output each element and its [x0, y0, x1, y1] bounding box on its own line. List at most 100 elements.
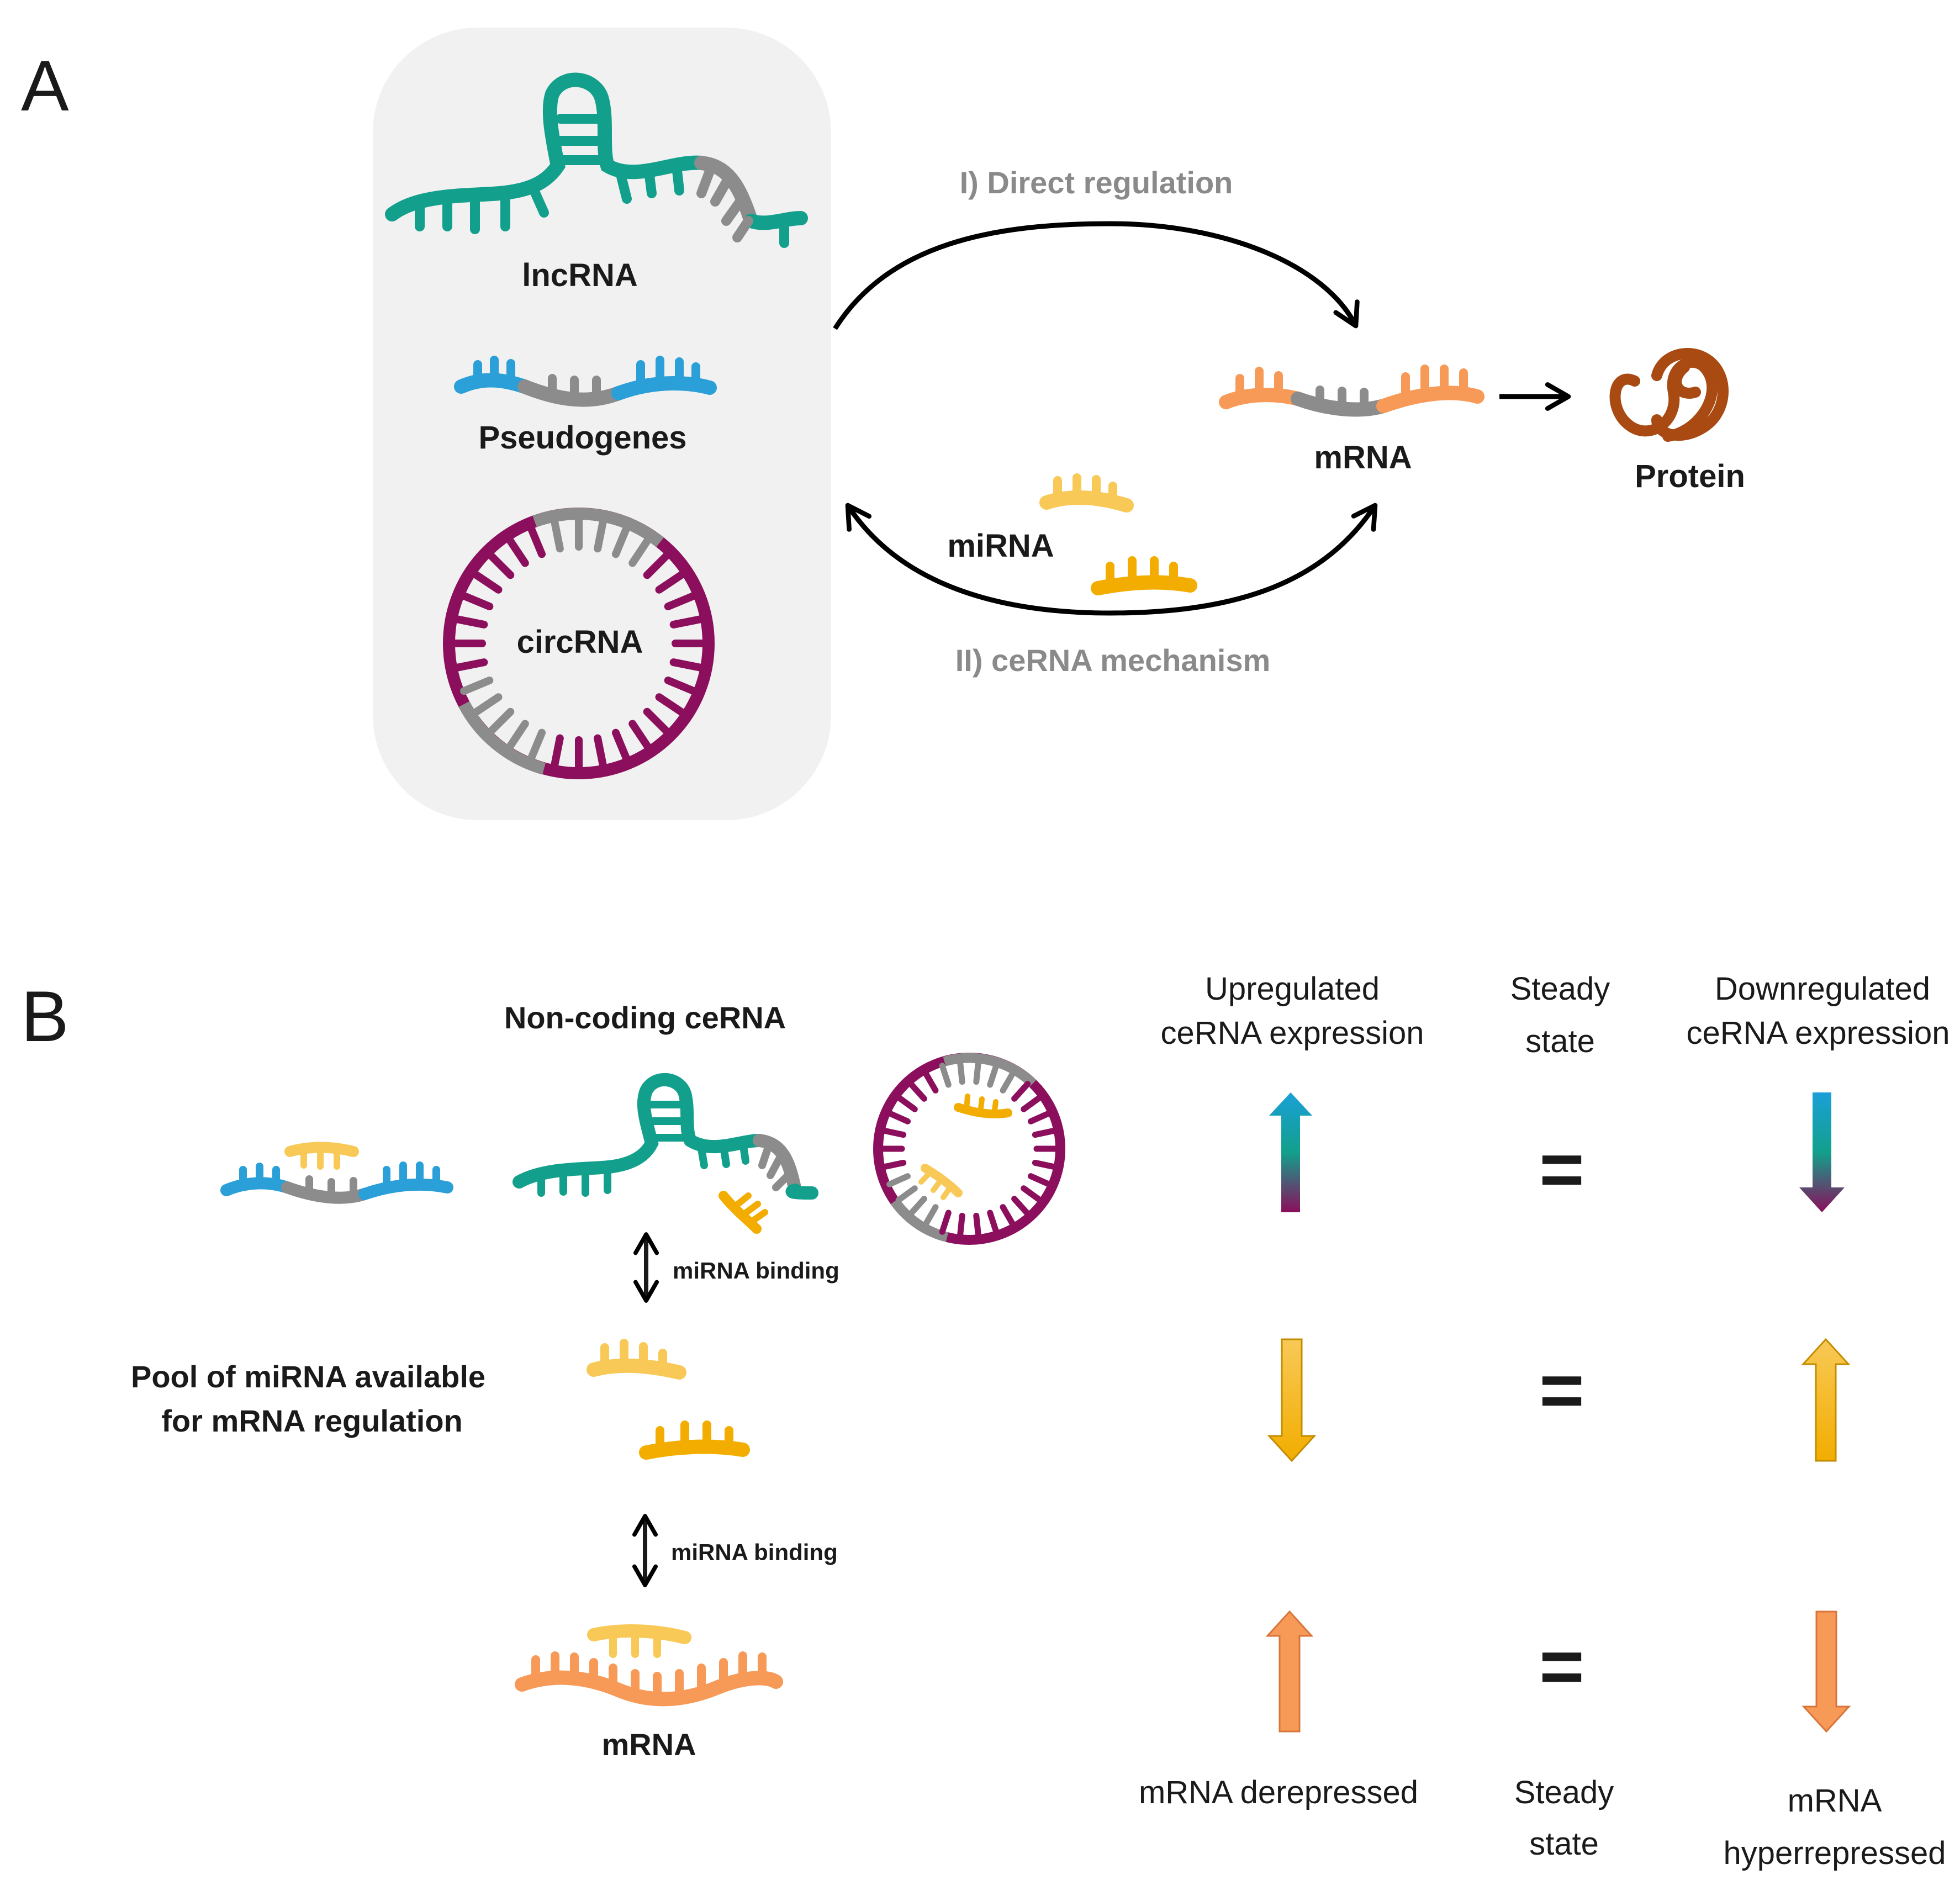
circrna-bound-ticks: [879, 1059, 1060, 1239]
circ-tick: [594, 517, 607, 553]
circ-tick: [505, 720, 529, 751]
circ-tick: [551, 517, 564, 553]
circ-tick: [527, 728, 546, 762]
protein-label: Protein: [1635, 458, 1745, 494]
circ-tick: [1000, 1070, 1016, 1094]
circ-tick: [505, 536, 529, 567]
mrna-bound-b: [515, 1624, 783, 1707]
circ-tick: [669, 658, 705, 672]
circ-tick: [453, 658, 488, 672]
circ-tick: [895, 1094, 918, 1112]
circ-tick: [655, 570, 686, 594]
circ-tick: [886, 1110, 911, 1124]
circrna-molecule: [443, 508, 715, 779]
circ-tick: [907, 1081, 927, 1102]
circ-tick: [643, 551, 671, 579]
circrna-label: circRNA: [517, 624, 643, 660]
arrow-down-mirna: [1267, 1338, 1317, 1462]
circ-tick: [987, 1210, 1000, 1235]
circ-tick: [1027, 1173, 1052, 1187]
bottom-hyper-line2: hyperrepressed: [1724, 1835, 1946, 1871]
protein-shape: [1609, 348, 1729, 442]
circ-tick: [939, 1210, 952, 1235]
circ-tick: [611, 728, 631, 762]
circrna-ticks: [451, 515, 707, 772]
circ-tick: [1021, 1185, 1043, 1203]
pool-text-line2: for mRNA regulation: [161, 1403, 462, 1438]
lncrna-bound: [513, 1073, 818, 1234]
circ-tick: [460, 592, 494, 611]
bottom-derepressed: mRNA derepressed: [1139, 1775, 1418, 1810]
lncrna-label: lncRNA: [522, 257, 637, 293]
noncoding-cerna-title: Non-coding ceRNA: [504, 1000, 786, 1035]
circ-tick: [487, 707, 515, 736]
circ-tick: [527, 525, 546, 558]
pool-text-line1: Pool of miRNA available: [131, 1359, 485, 1394]
col-up-header-line2: ceRNA expression: [1160, 1015, 1424, 1051]
circ-tick: [594, 734, 607, 769]
circ-tick: [957, 1059, 965, 1085]
circ-tick: [939, 1063, 952, 1088]
lncrna-molecule: [385, 72, 808, 248]
mrna-molecule-a: [1219, 365, 1484, 417]
circ-tick: [551, 734, 564, 769]
circ-tick: [611, 525, 631, 558]
mirna-binding-label-1: miRNA binding: [673, 1258, 839, 1284]
circ-tick: [664, 592, 698, 611]
circ-tick: [895, 1185, 918, 1203]
pseudogenes-label: Pseudogenes: [478, 420, 686, 456]
pool-mirna-dark: [639, 1420, 750, 1460]
circ-tick: [628, 536, 652, 567]
arrow-up-cerna: [1269, 1092, 1312, 1212]
circ-tick: [957, 1212, 965, 1239]
cerna-mechanism-arrow: [845, 503, 1378, 616]
equals-row1: =: [1539, 1126, 1584, 1212]
mirna-light-a: [1039, 473, 1134, 513]
circ-tick: [655, 693, 686, 717]
circ-tick: [487, 551, 515, 579]
ncrna-panel: [373, 28, 831, 820]
circ-tick: [460, 676, 494, 695]
circ-tick: [453, 615, 488, 629]
mirna-label-a: miRNA: [947, 528, 1054, 564]
circ-tick: [1032, 1159, 1058, 1170]
mirna-binding-label-2: miRNA binding: [671, 1539, 838, 1565]
cerna-mechanism-label: II) ceRNA mechanism: [955, 643, 1271, 678]
pseudogene-bound: [220, 1142, 453, 1204]
col-steady-header-line1: Steady: [1510, 971, 1610, 1007]
arrow-down-mrna: [1801, 1610, 1851, 1733]
bottom-steady-line1: Steady: [1514, 1775, 1614, 1810]
circ-tick: [880, 1127, 907, 1138]
bottom-steady-line2: state: [1529, 1826, 1599, 1862]
arrow-up-mirna: [1801, 1338, 1851, 1462]
bottom-hyper-line1: mRNA: [1788, 1783, 1882, 1819]
circ-tick: [922, 1070, 939, 1094]
circ-tick: [1021, 1094, 1043, 1112]
panel-a-label: A: [21, 45, 69, 126]
arrow-up-mrna: [1265, 1610, 1314, 1733]
col-down-header-line1: Downregulated: [1715, 971, 1930, 1007]
circ-tick: [471, 693, 503, 717]
circ-tick: [1000, 1204, 1016, 1228]
circ-tick: [471, 570, 503, 594]
circ-tick: [1027, 1110, 1052, 1124]
col-down-header-line2: ceRNA expression: [1686, 1015, 1950, 1051]
circ-tick: [1011, 1081, 1031, 1102]
circ-tick: [1032, 1127, 1058, 1138]
circ-tick: [886, 1173, 911, 1187]
equals-row3: =: [1539, 1623, 1584, 1709]
equals-row2: =: [1539, 1346, 1584, 1433]
direct-regulation-label: I) Direct regulation: [960, 165, 1233, 200]
mrna-label-a: mRNA: [1314, 440, 1412, 476]
circ-tick: [669, 615, 705, 629]
col-steady-header-line2: state: [1525, 1023, 1595, 1059]
circ-tick: [973, 1059, 982, 1085]
circ-tick: [922, 1204, 939, 1228]
circ-tick: [628, 720, 652, 751]
circ-tick: [1011, 1196, 1031, 1217]
circ-tick: [643, 707, 671, 736]
arrow-down-cerna: [1799, 1092, 1845, 1212]
mirna-dark-a: [1091, 556, 1197, 595]
circ-tick: [880, 1159, 907, 1170]
